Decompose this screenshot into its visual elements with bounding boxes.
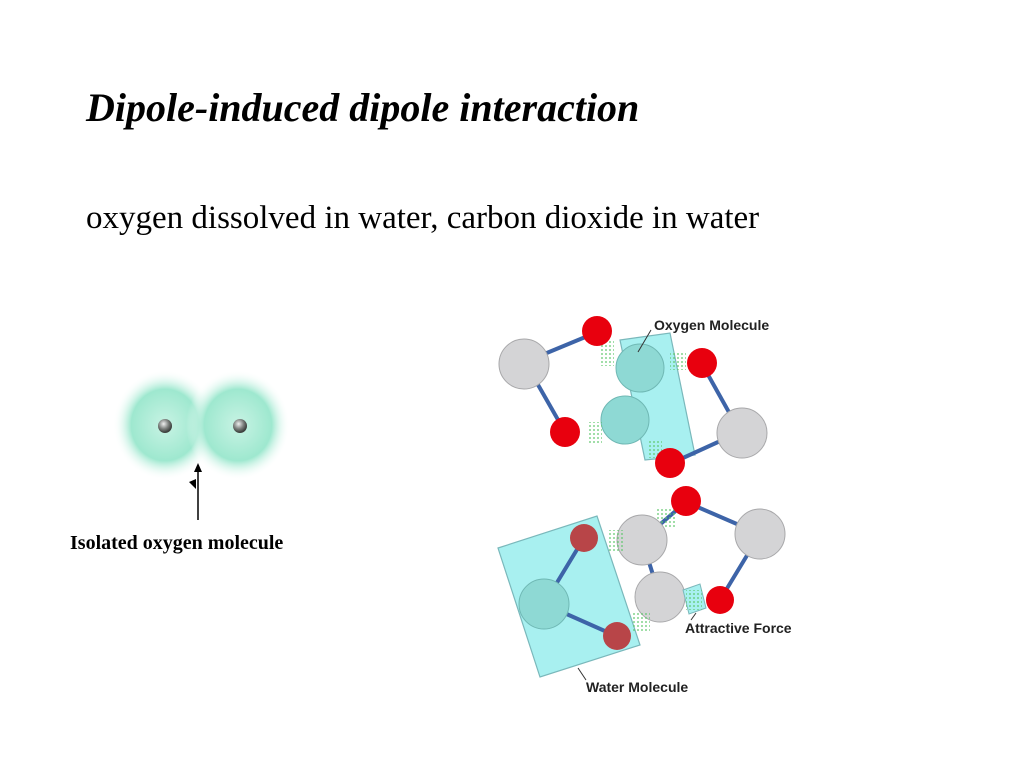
water-molecule-label: Water Molecule — [586, 679, 688, 695]
water-molecule-box — [497, 515, 650, 678]
pointer-arrow-tick — [189, 479, 196, 489]
water-hydrogen-atom-1 — [570, 524, 598, 552]
oxygen-atom-4 — [655, 448, 685, 478]
force-dots-1 — [600, 340, 614, 366]
oxygen-molecule-label: Oxygen Molecule — [654, 317, 769, 333]
nucleus-left — [158, 419, 172, 433]
force-dots-8 — [632, 612, 650, 632]
isolated-oxygen-molecule — [113, 370, 290, 520]
hydrogen-atom-4 — [616, 514, 668, 566]
force-dots-2 — [670, 352, 686, 370]
hydrogen-atom-2 — [716, 407, 768, 459]
water-leader-line — [577, 667, 587, 681]
pointer-arrow-head — [194, 463, 202, 472]
force-dots-3 — [588, 422, 602, 444]
o2-atom-bottom — [600, 395, 650, 445]
isolated-oxygen-label: Isolated oxygen molecule — [70, 532, 284, 554]
oxygen-leader-line — [637, 329, 652, 353]
slide-title: Dipole-induced dipole interaction — [86, 85, 640, 130]
nucleus-right — [233, 419, 247, 433]
o2-atom-top — [615, 343, 665, 393]
attractive-force-label: Attractive Force — [685, 620, 792, 636]
oxygen-atom-6 — [706, 586, 734, 614]
force-dots-7 — [608, 530, 624, 552]
water-hydrogen-atom-2 — [603, 622, 631, 650]
attractive-leader-line — [690, 612, 697, 621]
oxygen-atom-5 — [671, 486, 701, 516]
oxygen-atom-3 — [687, 348, 717, 378]
force-dots-6 — [686, 590, 702, 610]
water-oxygen-atom — [518, 578, 570, 630]
oxygen-atom-1 — [582, 316, 612, 346]
hydrogen-atom-3 — [734, 508, 786, 560]
oxygen-atom-2 — [550, 417, 580, 447]
slide-subtitle: oxygen dissolved in water, carbon dioxid… — [86, 200, 760, 236]
hydrogen-atom-1 — [498, 338, 550, 390]
